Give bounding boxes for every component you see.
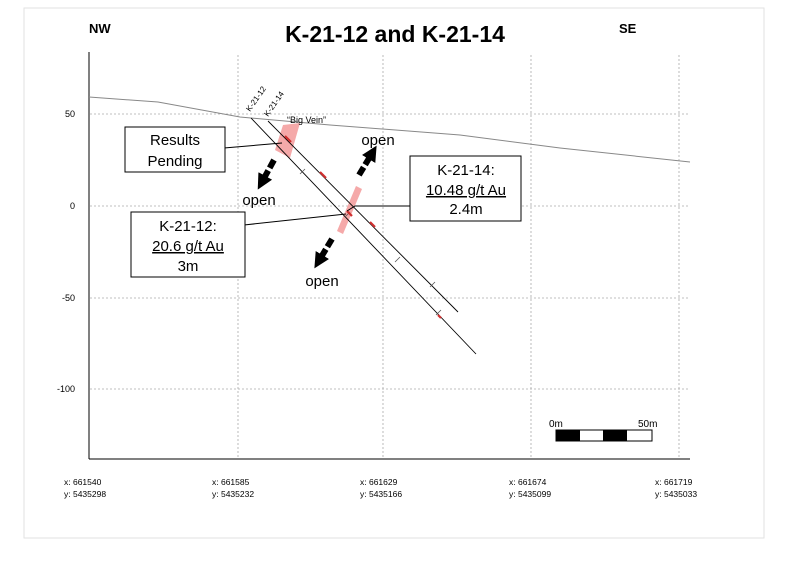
- results-line-2: Pending: [147, 153, 202, 170]
- open-arrow-upper-left: [257, 158, 277, 190]
- direction-nw: NW: [89, 21, 111, 36]
- y-coord-label: y: 5435099: [509, 489, 551, 499]
- y-coord-label: y: 5435033: [655, 489, 697, 499]
- k14-hole: K-21-14:: [437, 162, 495, 179]
- k12-grade: 20.6 g/t Au: [152, 238, 224, 255]
- k12-hole: K-21-12:: [159, 218, 217, 235]
- open-label: open: [242, 192, 275, 209]
- assay-intervals: [284, 135, 442, 319]
- x-coord-label: x: 661719: [655, 477, 693, 487]
- topography-line: [88, 96, 691, 163]
- y-tick-label: 50: [65, 109, 75, 119]
- x-coord-label: x: 661585: [212, 477, 250, 487]
- k14-leader-line: [346, 205, 411, 212]
- open-label: open: [305, 273, 338, 290]
- direction-se: SE: [619, 21, 637, 36]
- open-arrow-lower: [314, 237, 335, 269]
- k12-width: 3m: [178, 258, 199, 275]
- big-vein-label: “Big Vein”: [287, 115, 326, 125]
- k12-leader-line: [243, 213, 347, 226]
- x-coord-label: x: 661540: [64, 477, 102, 487]
- y-coord-label: y: 5435166: [360, 489, 402, 499]
- results-leader-line: [223, 142, 283, 149]
- scale-start-label: 0m: [549, 419, 563, 430]
- k14-grade: 10.48 g/t Au: [426, 182, 506, 199]
- y-coord-label: y: 5435298: [64, 489, 106, 499]
- k12-result-box: [130, 211, 246, 278]
- scale-bar: 0m 50m: [549, 419, 657, 442]
- x-coord-label: x: 661674: [509, 477, 547, 487]
- figure-frame: [23, 7, 765, 539]
- y-coord-label: y: 5435232: [212, 489, 254, 499]
- scale-end-label: 50m: [638, 419, 657, 430]
- y-tick-label: 0: [70, 201, 75, 211]
- k14-result-box: [409, 155, 522, 222]
- y-tick-label: -50: [62, 293, 75, 303]
- drillhole-k-21-12: [250, 117, 477, 355]
- open-arrow-upper-right: [356, 145, 377, 177]
- results-line-1: Results: [150, 132, 200, 149]
- y-tick-label: -100: [57, 384, 75, 394]
- section-title: K-21-12 and K-21-14: [285, 21, 505, 47]
- open-label: open: [361, 132, 394, 149]
- x-coord-label: x: 661629: [360, 477, 398, 487]
- drillhole-k-21-14: [267, 120, 459, 313]
- k14-width: 2.4m: [449, 201, 482, 218]
- results-pending-box: [124, 126, 226, 173]
